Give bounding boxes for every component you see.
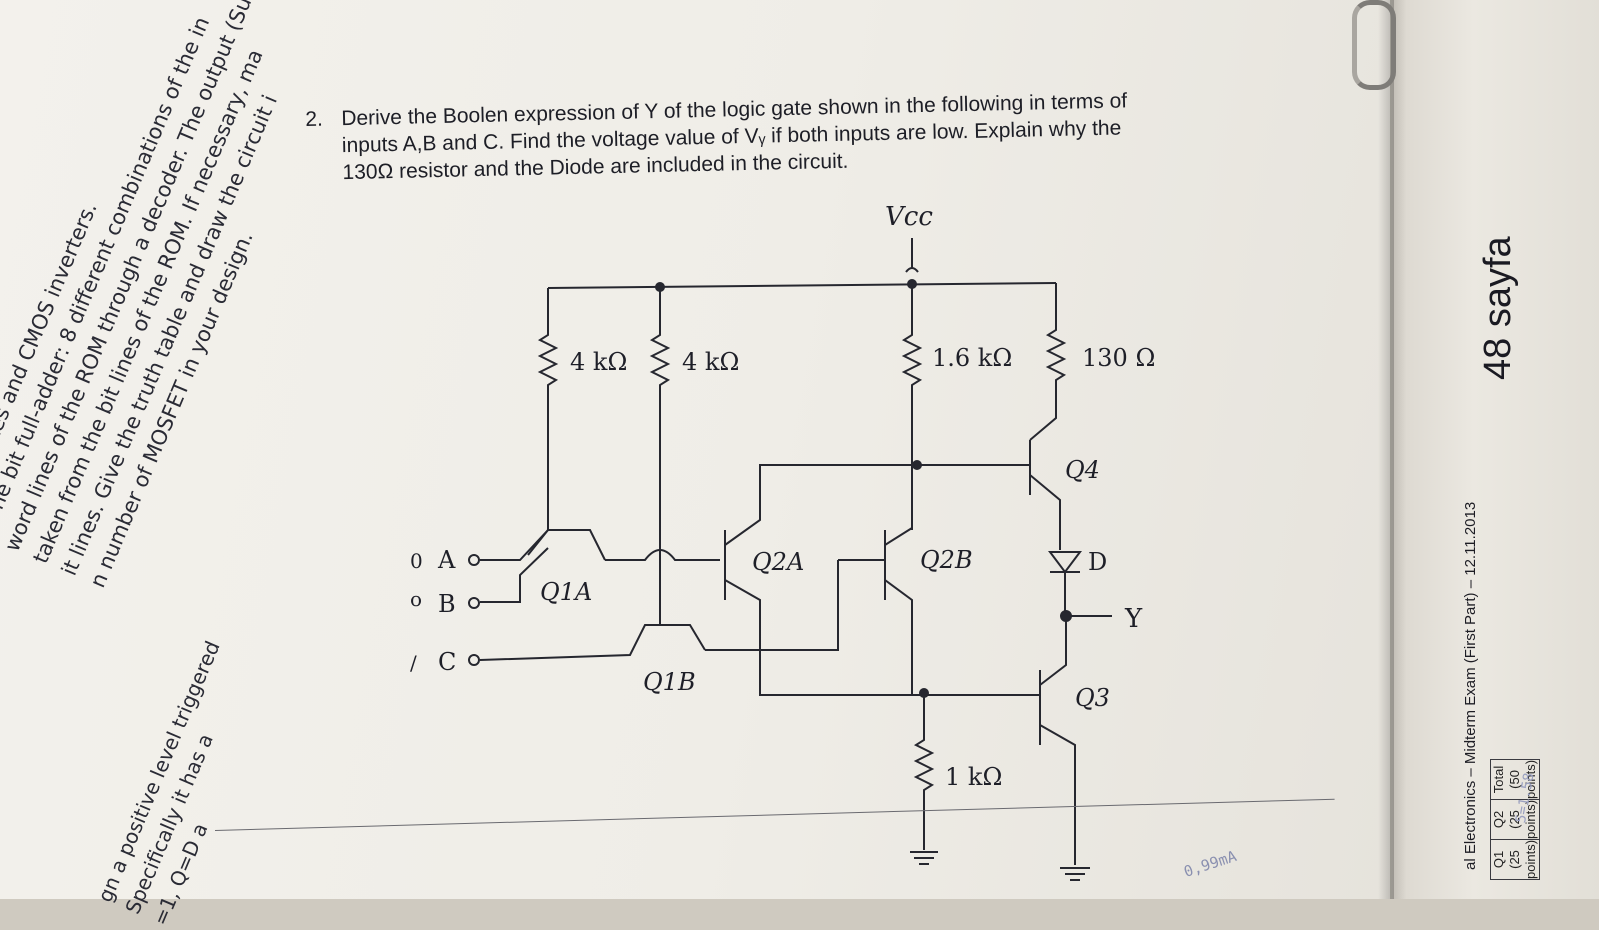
q4-transistor — [1029, 440, 1061, 550]
q2b-base — [760, 559, 885, 651]
junction-dot — [912, 460, 922, 470]
q2a-transistor — [724, 464, 1030, 650]
binder-ring — [1352, 0, 1396, 90]
q2b-label: Q2B — [920, 546, 973, 574]
mark-a: 0 — [410, 549, 423, 573]
vcc-wire — [905, 238, 919, 273]
q1a-emitter-a — [480, 529, 549, 561]
mark-b: o — [410, 587, 422, 611]
input-a-label: A — [437, 546, 456, 574]
q2a-label: Q2A — [752, 548, 804, 576]
resistor-1-6k — [901, 284, 923, 530]
q1a-label: Q1A — [540, 578, 592, 606]
resistor-4k-1 — [537, 288, 559, 530]
resistor-130 — [1029, 283, 1067, 441]
cover-sheet — [1390, 0, 1599, 899]
diode-label: D — [1088, 548, 1107, 576]
exam-paper — [0, 0, 1390, 899]
exam-title-text: al Electronics – Midterm Exam (First Par… — [1462, 501, 1479, 870]
resistor-4k-2 — [649, 288, 671, 620]
vcc-label: Vcc — [885, 202, 933, 232]
q1a-emitter-b — [480, 547, 549, 603]
r2-label: 4 kΩ — [682, 348, 739, 376]
r1-label: 4 kΩ — [570, 348, 627, 376]
q1b-to-bus — [705, 649, 912, 696]
input-a-terminal — [468, 554, 480, 566]
q3-label: Q3 — [1075, 684, 1110, 712]
ground-symbol — [910, 851, 938, 865]
q1b-label: Q1B — [643, 668, 696, 696]
ttl-circuit-diagram: Vcc 4 kΩ 4 kΩ 1.6 kΩ 130 Ω Q1A A B 0 o C… — [410, 202, 1155, 881]
q1a-to-q2a — [605, 549, 720, 561]
input-b-label: B — [438, 590, 456, 618]
q1b-wires — [479, 620, 706, 661]
score-cell-q1: Q1(25 points) — [1490, 839, 1540, 880]
input-b-terminal — [468, 597, 480, 609]
mark-c: / — [410, 651, 417, 675]
page-shadow — [1378, 0, 1394, 899]
r3-label: 1.6 kΩ — [932, 344, 1012, 372]
q4-label: Q4 — [1065, 456, 1100, 484]
resistor-1k — [913, 695, 935, 850]
vcc-rail — [547, 282, 1057, 289]
q2b-transistor — [884, 527, 913, 695]
ground-symbol — [1060, 867, 1090, 881]
diode-symbol — [1048, 551, 1082, 615]
r5-label: 1 kΩ — [945, 763, 1002, 791]
q3-transistor — [1039, 616, 1076, 865]
input-c-label: C — [438, 648, 456, 676]
page-count: 48 sayfa — [1477, 236, 1519, 380]
r4-label: 130 Ω — [1082, 344, 1155, 372]
output-label: Y — [1124, 604, 1143, 634]
input-c-terminal — [468, 654, 480, 666]
exam-title: al Electronics – Midterm Exam (First Par… — [1462, 502, 1480, 870]
